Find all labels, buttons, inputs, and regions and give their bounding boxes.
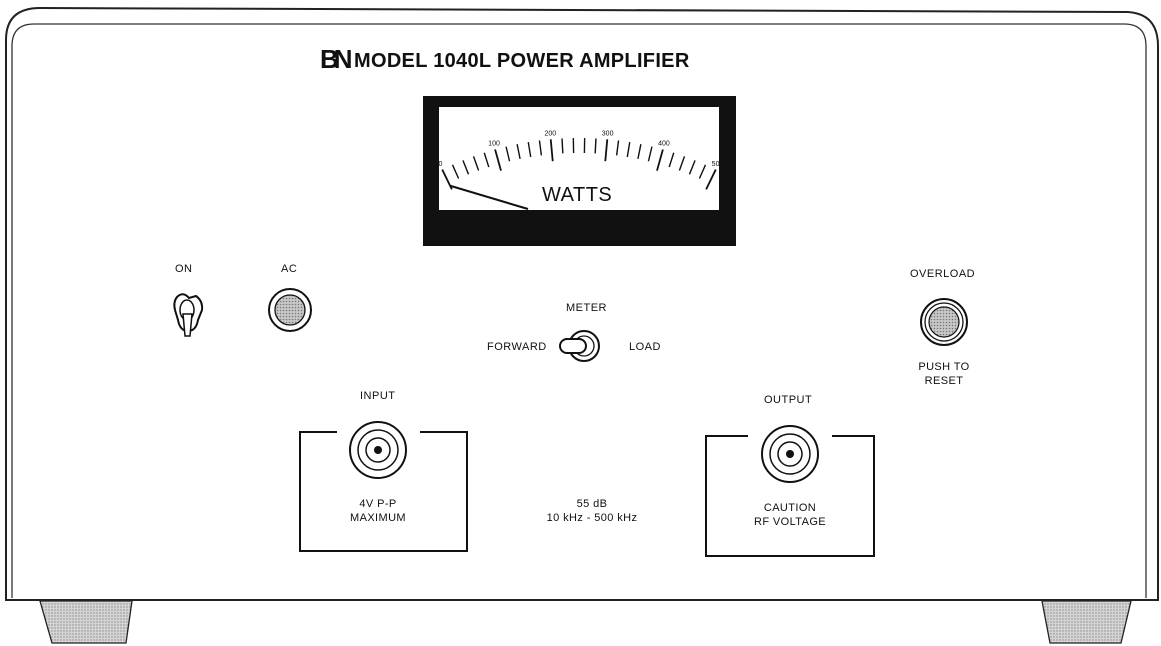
meter-tick: [615, 140, 620, 156]
spec-gain: 55 dB: [576, 498, 608, 510]
meter-tick: [698, 164, 707, 179]
overload-reset-button[interactable]: [920, 298, 968, 346]
meter-load-label: LOAD: [629, 341, 661, 353]
ac-lamp-label: AC: [281, 263, 298, 275]
output-caution-line1: CAUTION: [763, 502, 817, 514]
meter-tick: [483, 152, 490, 168]
meter-tick: [516, 144, 521, 160]
meter-tick: [451, 164, 460, 179]
input-rating-line1: 4V P-P: [359, 498, 397, 510]
overload-reset-line2: RESET: [924, 375, 964, 387]
meter-tick: [538, 140, 543, 156]
meter-tick: [626, 142, 631, 158]
meter-scale-labels: 0 100 200 300 400 500: [439, 130, 724, 168]
meter-forward-label: FORWARD: [487, 341, 547, 353]
meter-tick: [678, 156, 686, 171]
output-bnc-connector[interactable]: [761, 425, 819, 483]
brand-logo: BN: [320, 44, 352, 74]
input-frame: [299, 431, 468, 552]
meter-tick: [561, 138, 564, 154]
spec-frequency-range: 10 kHz - 500 kHz: [546, 512, 638, 524]
meter-tick: [472, 156, 480, 171]
input-rating-line2: MAXIMUM: [350, 512, 406, 524]
meter-scale-label: 500: [712, 161, 724, 168]
meter-tick: [668, 152, 675, 168]
meter-tick: [549, 139, 554, 162]
meter-switch-label: METER: [566, 302, 607, 314]
meter-tick: [505, 146, 511, 162]
meter-scale-label: 300: [602, 130, 614, 137]
meter-tick: [637, 144, 642, 160]
meter-tick: [494, 149, 502, 171]
meter-tick: [656, 149, 664, 171]
output-frame: [705, 435, 875, 557]
meter-unit-label: WATTS: [542, 184, 613, 206]
panel-title: MODEL 1040L POWER AMPLIFIER: [354, 50, 690, 72]
power-switch-label: ON: [175, 263, 193, 275]
meter-scale-ticks: [441, 138, 717, 190]
meter-scale-label: 200: [545, 130, 557, 137]
input-rating-text: 4V P-P MAXIMUM: [333, 497, 423, 525]
meter-tick: [527, 142, 532, 158]
overload-reset-line1: PUSH TO: [918, 361, 970, 373]
front-panel: [11, 23, 1147, 598]
output-caution-line2: RF VOLTAGE: [753, 516, 827, 528]
overload-reset-text: PUSH TO RESET: [914, 360, 974, 388]
right-foot: [1041, 600, 1132, 644]
left-foot: [39, 600, 133, 644]
meter-tick: [594, 138, 597, 154]
meter-selector-switch[interactable]: [559, 330, 600, 362]
meter-tick: [705, 169, 717, 190]
cabinet-outline: [5, 6, 1159, 601]
meter-scale-label: 400: [658, 141, 670, 148]
meter-tick: [604, 139, 609, 162]
ac-indicator-lamp: [268, 288, 312, 332]
meter-needle: [449, 184, 529, 210]
output-caution-text: CAUTION RF VOLTAGE: [742, 501, 838, 529]
meter-tick: [462, 160, 470, 175]
power-toggle-switch[interactable]: [173, 293, 204, 337]
spec-text: 55 dB 10 kHz - 500 kHz: [522, 497, 662, 525]
input-label: INPUT: [360, 390, 396, 402]
meter-scale-label: 100: [488, 141, 500, 148]
overload-label: OVERLOAD: [910, 268, 976, 280]
meter-tick: [688, 160, 696, 175]
meter-tick: [647, 146, 653, 162]
output-label: OUTPUT: [764, 394, 813, 406]
meter-scale-label: 0: [439, 161, 443, 168]
input-bnc-connector[interactable]: [349, 421, 407, 479]
